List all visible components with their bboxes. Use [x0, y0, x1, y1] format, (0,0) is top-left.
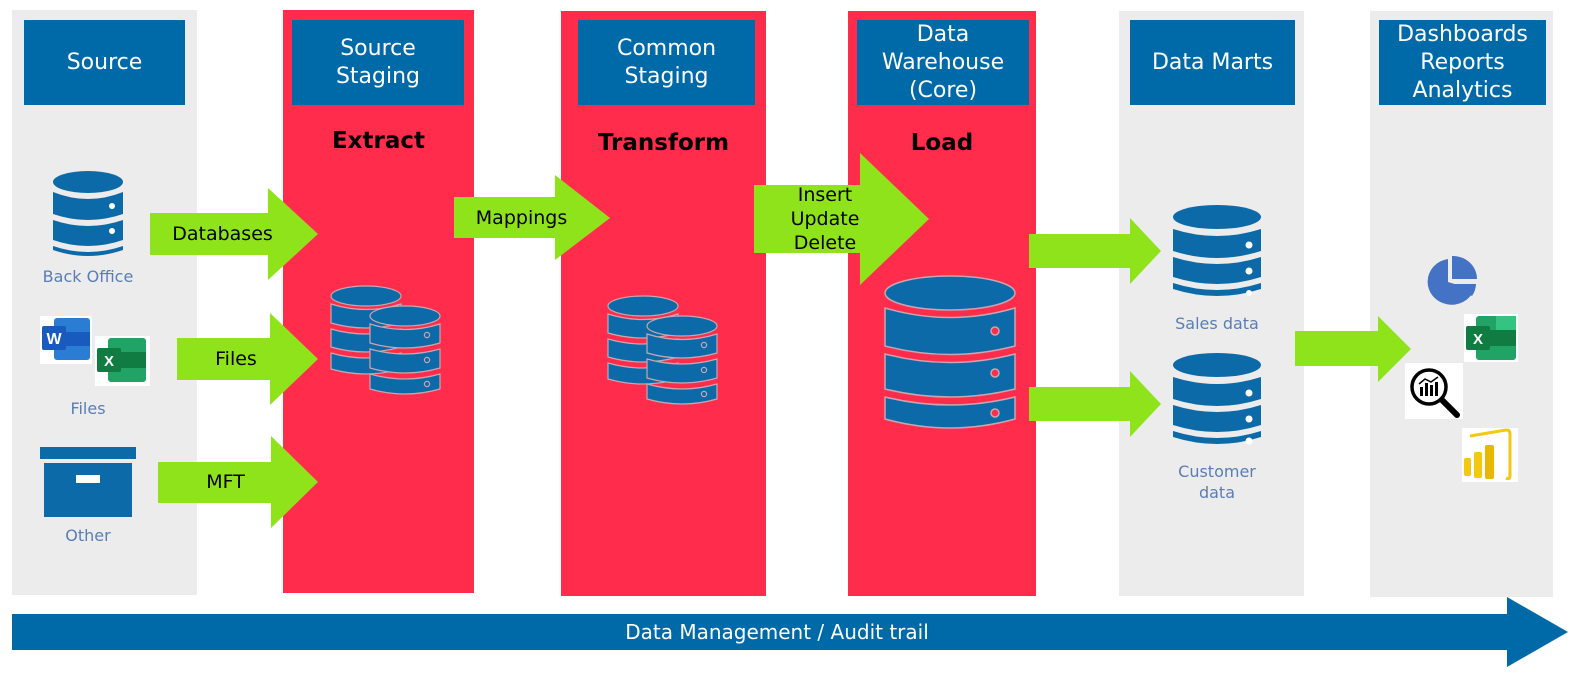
stacked-databases-icon [330, 285, 442, 400]
source-label-other: Other [65, 526, 111, 545]
svg-text:W: W [46, 331, 62, 348]
arrow-databases: Databases [150, 188, 318, 280]
analytics-search-icon [1405, 363, 1465, 419]
arrow-label-insert-update-delete: Insert Update Delete [790, 184, 860, 254]
svg-text:X: X [104, 353, 114, 370]
archive-box-icon [40, 447, 136, 519]
source-label-files: Files [70, 399, 106, 418]
audit-trail-banner: Data Management / Audit trail [12, 597, 1568, 667]
header-data-marts: Data Marts [1130, 20, 1295, 105]
svg-text:X: X [1473, 331, 1483, 348]
arrow-mappings: Mappings [454, 175, 610, 260]
database-icon [52, 170, 124, 260]
header-dashboards: Dashboards Reports Analytics [1379, 20, 1546, 105]
warehouse-database-icon [883, 275, 1017, 437]
arrow-to-customer-data [1029, 371, 1161, 437]
arrow-to-sales-data [1029, 218, 1161, 284]
office-files-icon: W X [40, 316, 150, 386]
stacked-databases-icon [607, 295, 719, 410]
header-source: Source [24, 20, 185, 105]
lane-data-marts [1119, 11, 1304, 596]
arrow-insert-update-delete: Insert Update Delete [754, 153, 929, 285]
lane-dashboards [1370, 11, 1553, 597]
header-common-staging: Common Staging [578, 20, 755, 105]
arrow-to-dashboards [1295, 316, 1411, 382]
arrow-label-databases: Databases [172, 223, 273, 245]
power-bi-icon [1462, 428, 1518, 482]
step-transform: Transform [597, 130, 730, 156]
arrow-label-mappings: Mappings [475, 206, 568, 229]
source-label-back-office: Back Office [42, 267, 134, 286]
pie-chart-icon [1422, 255, 1478, 306]
step-extract: Extract [331, 128, 426, 154]
header-data-warehouse: Data Warehouse (Core) [857, 20, 1029, 105]
arrow-mft: MFT [158, 436, 318, 528]
excel-icon: X [1464, 314, 1518, 362]
database-icon [1172, 353, 1262, 449]
data-mart-label-sales: Sales data [1175, 314, 1259, 333]
header-source-staging: Source Staging [292, 20, 464, 105]
audit-trail-label: Data Management / Audit trail [625, 619, 929, 644]
arrow-label-mft: MFT [206, 471, 245, 493]
arrow-files: Files [177, 313, 318, 405]
database-icon [1172, 205, 1262, 301]
data-mart-label-customer: Customer data [1178, 462, 1256, 502]
arrow-label-files: Files [215, 348, 257, 370]
step-load: Load [910, 130, 974, 156]
